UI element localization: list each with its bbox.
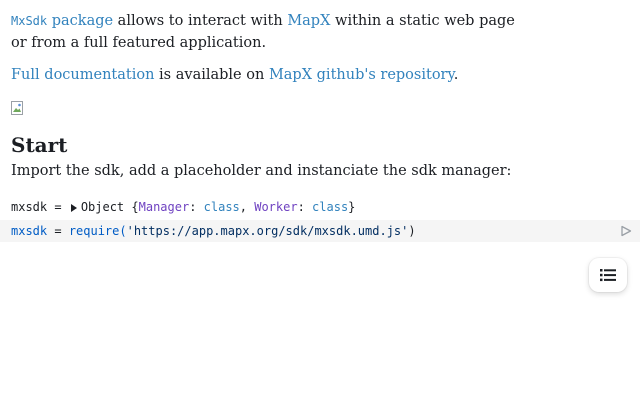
cell-output: mxsdk = Object {Manager: class, Worker: … — [11, 198, 355, 216]
source-var: mxsdk — [11, 224, 48, 238]
table-of-contents-button[interactable] — [589, 258, 627, 292]
package-link[interactable]: MxSdk package — [11, 13, 113, 29]
full-documentation-link[interactable]: Full documentation — [11, 67, 155, 83]
output-val-manager: class — [203, 200, 240, 214]
intro-paragraph: MxSdk package allows to interact with Ma… — [11, 10, 531, 54]
code-cell-source[interactable]: mxsdk = require('https://app.mapx.org/sd… — [11, 222, 416, 240]
output-brace-close: } — [348, 200, 356, 214]
start-heading: Start — [11, 133, 68, 157]
output-key-manager: Manager — [138, 200, 190, 214]
package-link-label: package — [51, 13, 114, 29]
intro-text-1: allows to interact with — [113, 13, 288, 29]
source-url: 'https://app.mapx.org/sdk/mxsdk.umd.js' — [126, 224, 409, 238]
source-close: ) — [408, 224, 416, 238]
play-icon[interactable] — [620, 225, 632, 237]
code-cell[interactable]: mxsdk = require('https://app.mapx.org/sd… — [0, 220, 640, 242]
output-object[interactable]: Object — [80, 200, 132, 214]
broken-image-icon — [11, 101, 23, 115]
output-colon-2: : — [297, 200, 313, 214]
start-description: Import the sdk, add a placeholder and in… — [11, 163, 512, 179]
output-colon-1: : — [189, 200, 204, 214]
docs-paragraph: Full documentation is available on MapX … — [11, 64, 531, 86]
output-sep: , — [239, 200, 255, 214]
table-of-contents-icon — [600, 269, 616, 282]
output-eq: = — [47, 200, 69, 214]
output-var: mxsdk — [11, 200, 48, 214]
github-repository-link[interactable]: MapX github's repository — [268, 67, 454, 83]
source-eq: = — [47, 224, 69, 238]
output-val-worker: class — [312, 200, 349, 214]
source-fn: require( — [68, 224, 127, 238]
mapx-link[interactable]: MapX — [287, 13, 331, 29]
expand-caret-icon[interactable] — [70, 203, 77, 212]
docs-text-1: is available on — [154, 67, 269, 83]
docs-text-2: . — [453, 67, 459, 83]
output-brace-open: { — [131, 200, 139, 214]
package-code: MxSdk — [11, 14, 48, 28]
intro-text-2: within a static web page or from a full … — [11, 13, 515, 51]
output-key-worker: Worker — [254, 200, 298, 214]
